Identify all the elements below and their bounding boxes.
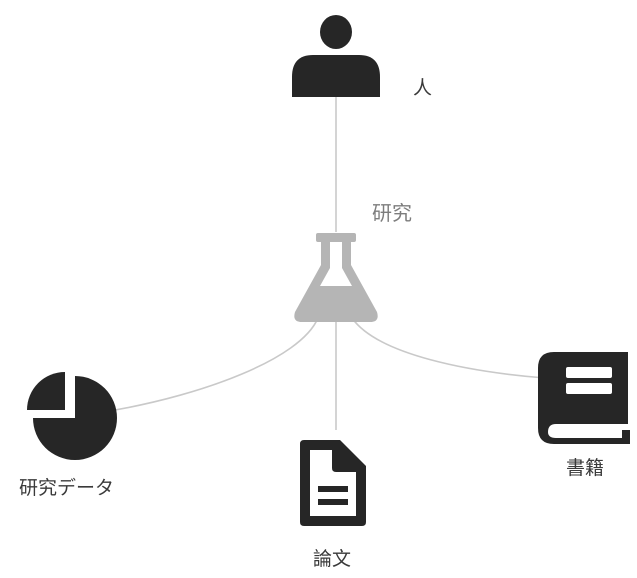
connector-hub-research-data <box>114 317 319 411</box>
book-icon <box>538 352 630 444</box>
pie-chart-icon <box>27 372 117 460</box>
node-label-book: 書籍 <box>566 457 605 479</box>
connector-hub-book <box>351 317 546 379</box>
node-label-research-data: 研究データ <box>19 477 115 499</box>
node-label-paper: 論文 <box>313 548 352 570</box>
node-label-person: 人 <box>413 77 433 99</box>
flask-icon <box>294 233 378 322</box>
hub-label-research: 研究 <box>372 201 412 225</box>
document-icon <box>300 440 366 526</box>
person-icon <box>292 15 380 97</box>
